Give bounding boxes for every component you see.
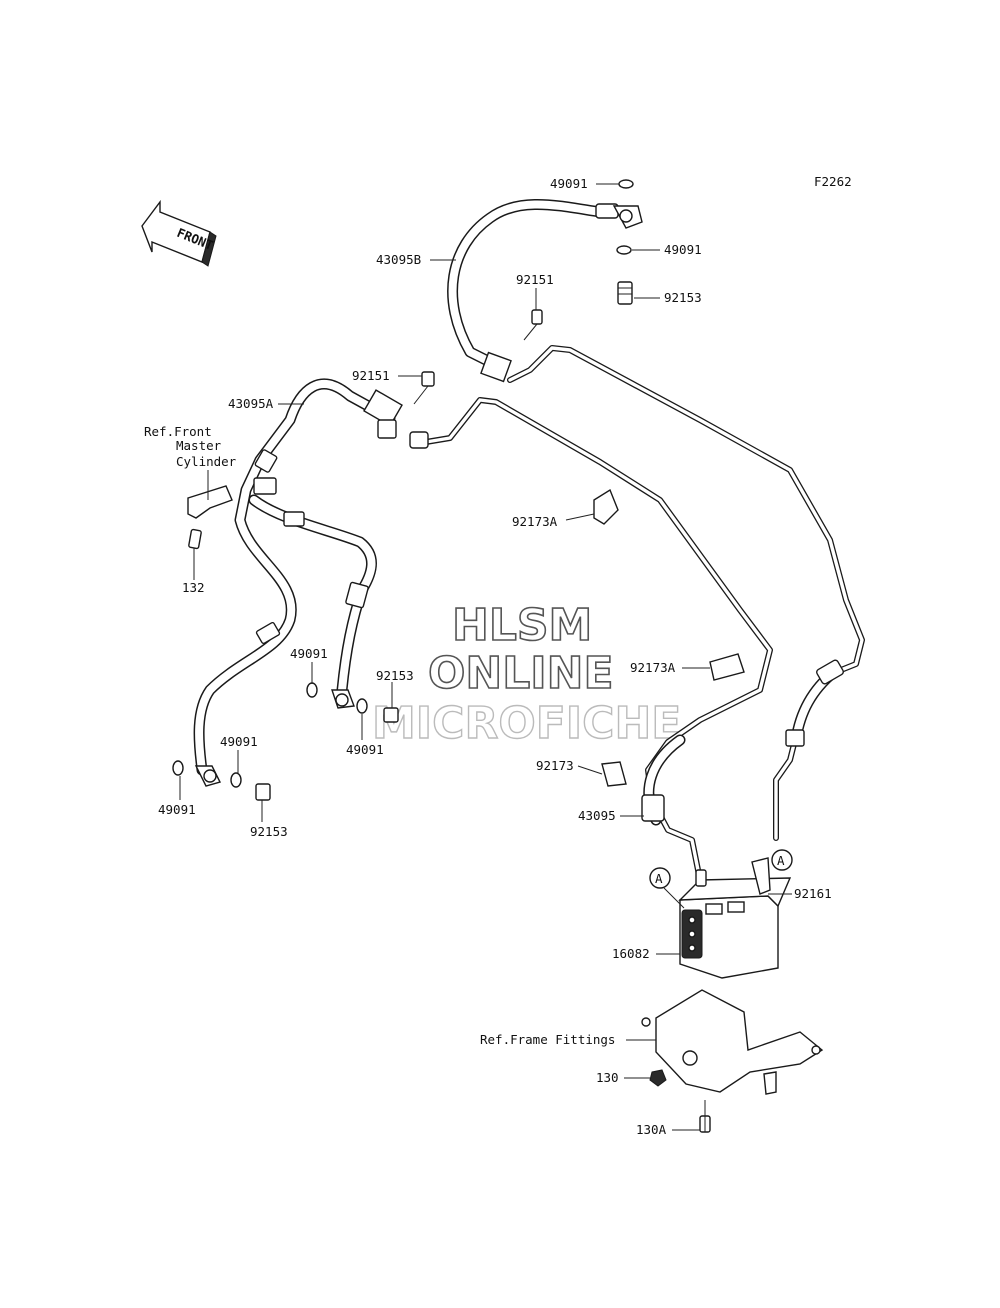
label-49091-low-r: 49091 [220,734,258,749]
abs-unit-16082 [678,869,792,979]
figure-code: F2262 [814,174,852,189]
label-130: 130 [596,1070,619,1085]
label-130a: 130A [636,1122,667,1137]
front-arrow-icon: FRONT [141,199,217,267]
label-49091-mid-r: 49091 [346,742,384,757]
washer-49091-mid-r [356,698,368,714]
clamp-92173a-upper [593,488,619,525]
watermark: HLSM ONLINE MICROFICHE [371,599,682,750]
hose-43095 [641,659,844,826]
label-49091-mid-l: 49091 [290,646,328,661]
label-92161: 92161 [794,886,832,901]
label-43095a: 43095A [228,396,274,411]
washer-49091-low-r [230,772,242,788]
part-labels: 49091 49091 92153 43095B 92151 92151 430… [158,176,832,1137]
master-cylinder-bracket [187,485,233,550]
watermark-line1: HLSM [452,600,592,651]
ref-line-3: Cylinder [176,454,237,469]
svg-text:A: A [655,871,663,886]
label-49091-right: 49091 [664,242,702,257]
washer-49091-low-l [172,760,184,776]
ref-line-1: Ref.Front [144,424,212,439]
bolt-92151-left [413,371,435,405]
hose-43095a [193,378,429,776]
hose-43095b [447,198,619,383]
clamp-92173 [601,761,627,787]
clamp-92173a-lower [709,653,745,681]
bolt-130 [649,1069,667,1087]
washer-49091-top [618,179,634,189]
bolt-92153-top [617,281,633,305]
label-43095b: 43095B [376,252,421,267]
ref-front-master-cylinder: Ref.Front Master Cylinder [144,424,237,469]
banjo-fitting-mid [331,689,355,709]
label-92153-top: 92153 [664,290,702,305]
label-92173a-lower: 92173A [630,660,676,675]
label-92153-mid: 92153 [376,668,414,683]
bolt-92153-mid [383,707,399,723]
svg-text:A: A [777,853,785,868]
callout-a-left: A [649,867,685,909]
bolt-92151-upper [523,309,543,341]
washer-49091-right [616,245,632,255]
frame-fittings-bracket [641,989,824,1095]
washer-49091-mid-l [306,682,318,698]
leader-lines [179,183,792,1132]
callout-a-right: A [771,849,793,871]
label-43095: 43095 [578,808,616,823]
ref-frame-fittings: Ref.Frame Fittings [480,1032,615,1047]
label-92153-low: 92153 [250,824,288,839]
label-92151-upper: 92151 [516,272,554,287]
label-132: 132 [182,580,205,595]
bracket-92161 [751,857,771,895]
banjo-fitting-top [612,205,643,229]
label-49091-top: 49091 [550,176,588,191]
watermark-line2: ONLINE [428,648,614,699]
label-49091-low-l: 49091 [158,802,196,817]
watermark-line3: MICROFICHE [372,698,681,749]
banjo-fitting-left-low [194,765,222,787]
label-92173a-upper: 92173A [512,514,558,529]
bolt-92153-low [255,783,271,801]
label-16082: 16082 [612,946,650,961]
label-92173: 92173 [536,758,574,773]
label-92151-left: 92151 [352,368,390,383]
ref-line-2: Master [176,438,222,453]
